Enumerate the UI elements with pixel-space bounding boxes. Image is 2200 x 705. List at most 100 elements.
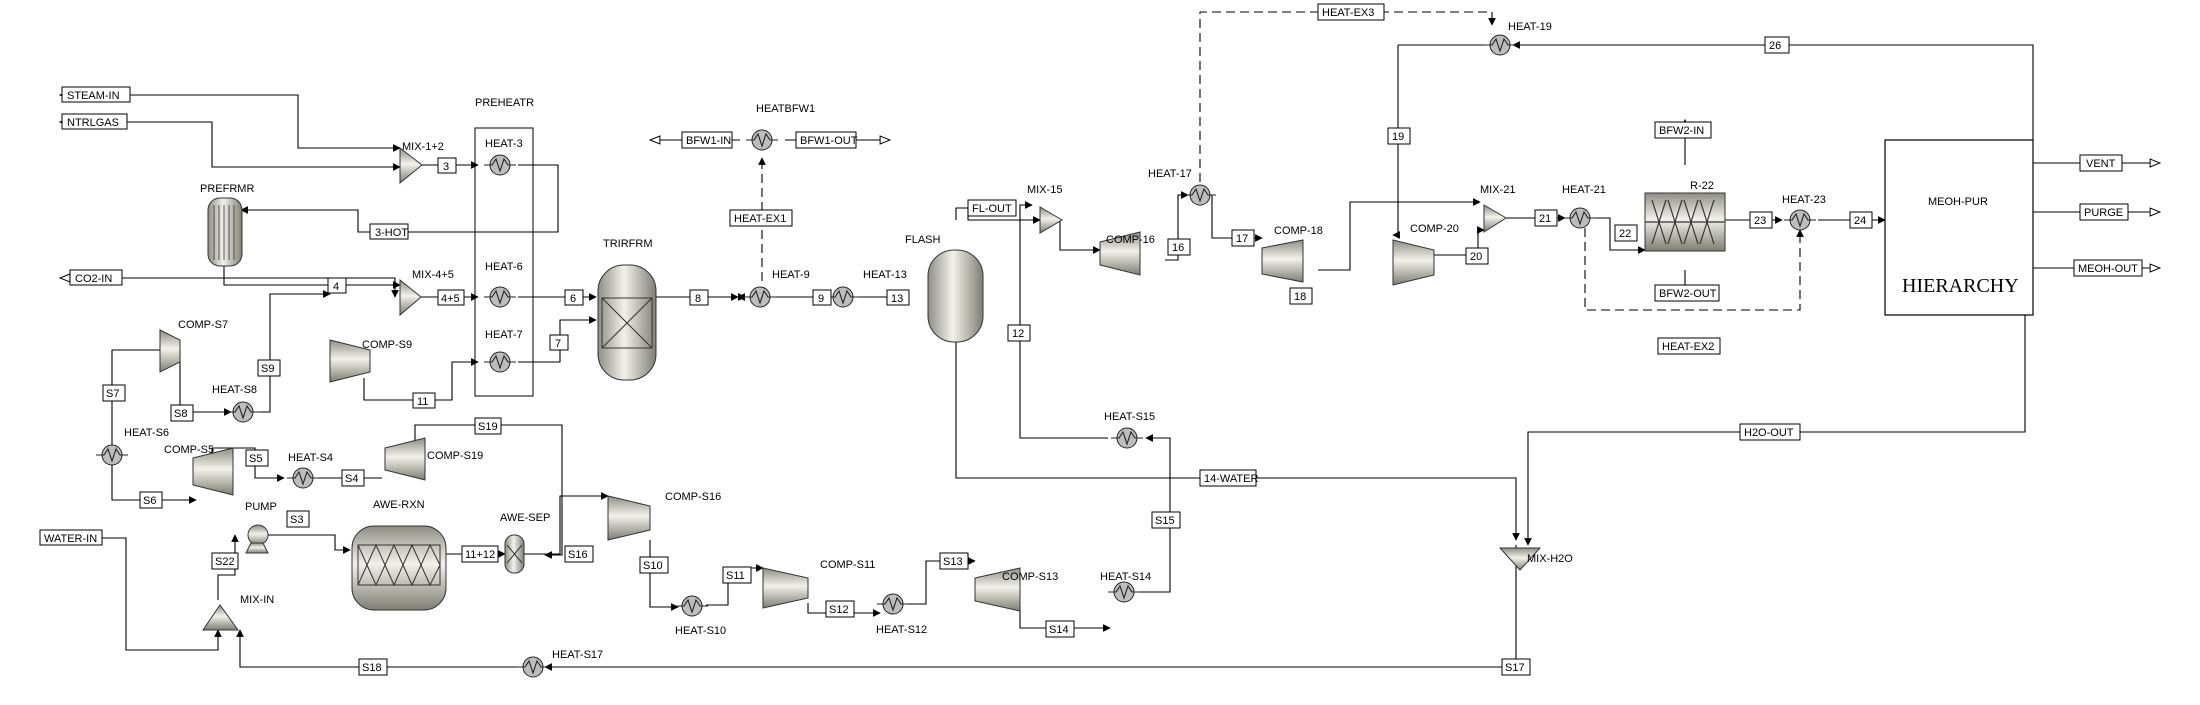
heat-s14-icon[interactable]: [1107, 581, 1141, 603]
stream-heat-ex1[interactable]: HEAT-EX1: [734, 213, 786, 225]
stream-s17[interactable]: S17: [1505, 662, 1525, 674]
stream-meoh-out[interactable]: MEOH-OUT: [2078, 263, 2138, 275]
meoh-pur-block[interactable]: [1884, 139, 2034, 316]
comp-s11-icon[interactable]: [762, 567, 809, 609]
stream-20[interactable]: 20: [1470, 251, 1482, 263]
stream-6[interactable]: 6: [570, 293, 576, 305]
stream-bfw1-out[interactable]: BFW1-OUT: [800, 135, 858, 147]
stream-water-in[interactable]: WATER-IN: [44, 533, 97, 545]
stream-heat-ex2[interactable]: HEAT-EX2: [1662, 341, 1714, 353]
stream-s4[interactable]: S4: [345, 473, 358, 485]
stream-s10[interactable]: S10: [643, 560, 663, 572]
stream-s11[interactable]: S11: [726, 570, 745, 582]
heat-s4-icon[interactable]: [286, 467, 320, 489]
stream-bfw2-out[interactable]: BFW2-OUT: [1659, 288, 1717, 300]
heat-17-icon[interactable]: [1183, 184, 1217, 206]
flash-icon[interactable]: [927, 249, 984, 343]
stream-7[interactable]: 7: [555, 338, 561, 350]
stream-purge[interactable]: PURGE: [2084, 207, 2123, 219]
stream-26[interactable]: 26: [1769, 40, 1781, 52]
stream-12[interactable]: 12: [1012, 328, 1024, 340]
stream-s9[interactable]: S9: [261, 363, 274, 375]
stream-bfw2-in[interactable]: BFW2-IN: [1659, 125, 1704, 137]
stream-bfw1-in[interactable]: BFW1-IN: [686, 135, 731, 147]
preheatr-label: PREHEATR: [475, 97, 534, 109]
heatbfw1-icon[interactable]: [745, 129, 779, 151]
heat-6-icon[interactable]: [483, 286, 517, 308]
stream-19[interactable]: 19: [1392, 131, 1404, 143]
stream-ntrlgas[interactable]: NTRLGAS: [67, 117, 119, 129]
mix-4-5-icon[interactable]: [399, 278, 422, 317]
stream-s19[interactable]: S19: [478, 421, 498, 433]
comp-s16-icon[interactable]: [607, 495, 651, 541]
heat-s8-icon[interactable]: [226, 401, 260, 423]
stream-9[interactable]: 9: [818, 293, 824, 305]
stream-3[interactable]: 3: [443, 161, 449, 173]
stream-steam-in[interactable]: STEAM-IN: [67, 90, 120, 102]
heat-21-icon[interactable]: [1563, 207, 1597, 229]
stream-14-water[interactable]: 14-WATER: [1204, 473, 1258, 485]
heat-s17-label: HEAT-S17: [552, 649, 603, 661]
stream-22[interactable]: 22: [1619, 228, 1631, 240]
stream-4-5[interactable]: 4+5: [441, 293, 460, 305]
heat-s15-icon[interactable]: [1110, 427, 1144, 449]
heat-s10-icon[interactable]: [675, 595, 709, 617]
stream-21[interactable]: 21: [1539, 213, 1551, 225]
stream-17[interactable]: 17: [1236, 233, 1248, 245]
stream-8[interactable]: 8: [695, 293, 701, 305]
stream-s15[interactable]: S15: [1155, 515, 1175, 527]
stream-24[interactable]: 24: [1854, 215, 1866, 227]
mix-in-icon[interactable]: [202, 604, 239, 631]
comp-16-icon[interactable]: [1099, 231, 1141, 276]
stream-h2o-out[interactable]: H2O-OUT: [1744, 427, 1794, 439]
mix-21-icon[interactable]: [1483, 204, 1507, 233]
heat-13-icon[interactable]: [826, 286, 860, 308]
heat-23-icon[interactable]: [1783, 209, 1817, 231]
comp-s19-icon[interactable]: [384, 437, 426, 481]
r-22-label: R-22: [1690, 180, 1714, 192]
preheatr-box[interactable]: [474, 127, 534, 397]
stream-heat-ex3[interactable]: HEAT-EX3: [1322, 7, 1374, 19]
prerfrmr-icon[interactable]: [207, 197, 243, 267]
stream-co2-in[interactable]: CO2-IN: [75, 273, 112, 285]
stream-s6[interactable]: S6: [143, 495, 156, 507]
heat-7-icon[interactable]: [483, 351, 517, 373]
comp-18-icon[interactable]: [1261, 239, 1304, 283]
pump-icon[interactable]: [247, 524, 269, 546]
mix-h2o-icon[interactable]: [1498, 547, 1542, 571]
heat-9-icon[interactable]: [743, 286, 777, 308]
stream-13[interactable]: 13: [891, 293, 903, 305]
heat-s6-icon[interactable]: [95, 444, 129, 466]
heat-19-icon[interactable]: [1483, 34, 1517, 56]
stream-11[interactable]: 11: [417, 396, 428, 408]
heat-s6-label: HEAT-S6: [124, 427, 169, 439]
stream-vent[interactable]: VENT: [2086, 158, 2116, 170]
stream-23[interactable]: 23: [1754, 215, 1766, 227]
comp-s7-icon[interactable]: [159, 329, 181, 373]
comp-s9-icon[interactable]: [329, 339, 371, 383]
mix-15-icon[interactable]: [1039, 206, 1063, 234]
stream-s5[interactable]: S5: [249, 453, 262, 465]
stream-18[interactable]: 18: [1294, 291, 1306, 303]
stream-s3[interactable]: S3: [290, 514, 303, 526]
stream-s14[interactable]: S14: [1049, 624, 1069, 636]
comp-s13-icon[interactable]: [974, 567, 1021, 612]
stream-s16[interactable]: S16: [568, 549, 588, 561]
heat-s17-icon[interactable]: [516, 656, 550, 678]
stream-16[interactable]: 16: [1172, 242, 1184, 254]
stream-s12[interactable]: S12: [829, 604, 849, 616]
stream-s18[interactable]: S18: [362, 662, 382, 674]
stream-s8[interactable]: S8: [174, 408, 187, 420]
stream-s7[interactable]: S7: [106, 388, 119, 400]
stream-s22[interactable]: S22: [215, 556, 235, 568]
stream-4[interactable]: 4: [333, 281, 339, 293]
mix-1-2-icon[interactable]: [399, 146, 423, 185]
comp-s5-icon[interactable]: [192, 447, 234, 496]
comp-20-icon[interactable]: [1392, 239, 1435, 286]
heat-s12-icon[interactable]: [876, 593, 910, 615]
stream-fl-out[interactable]: FL-OUT: [972, 203, 1012, 215]
heat-3-icon[interactable]: [483, 154, 517, 176]
stream-11-12[interactable]: 11+12: [465, 549, 495, 561]
stream-s13[interactable]: S13: [943, 556, 963, 568]
stream-3-hot[interactable]: 3-HOT: [375, 227, 408, 239]
